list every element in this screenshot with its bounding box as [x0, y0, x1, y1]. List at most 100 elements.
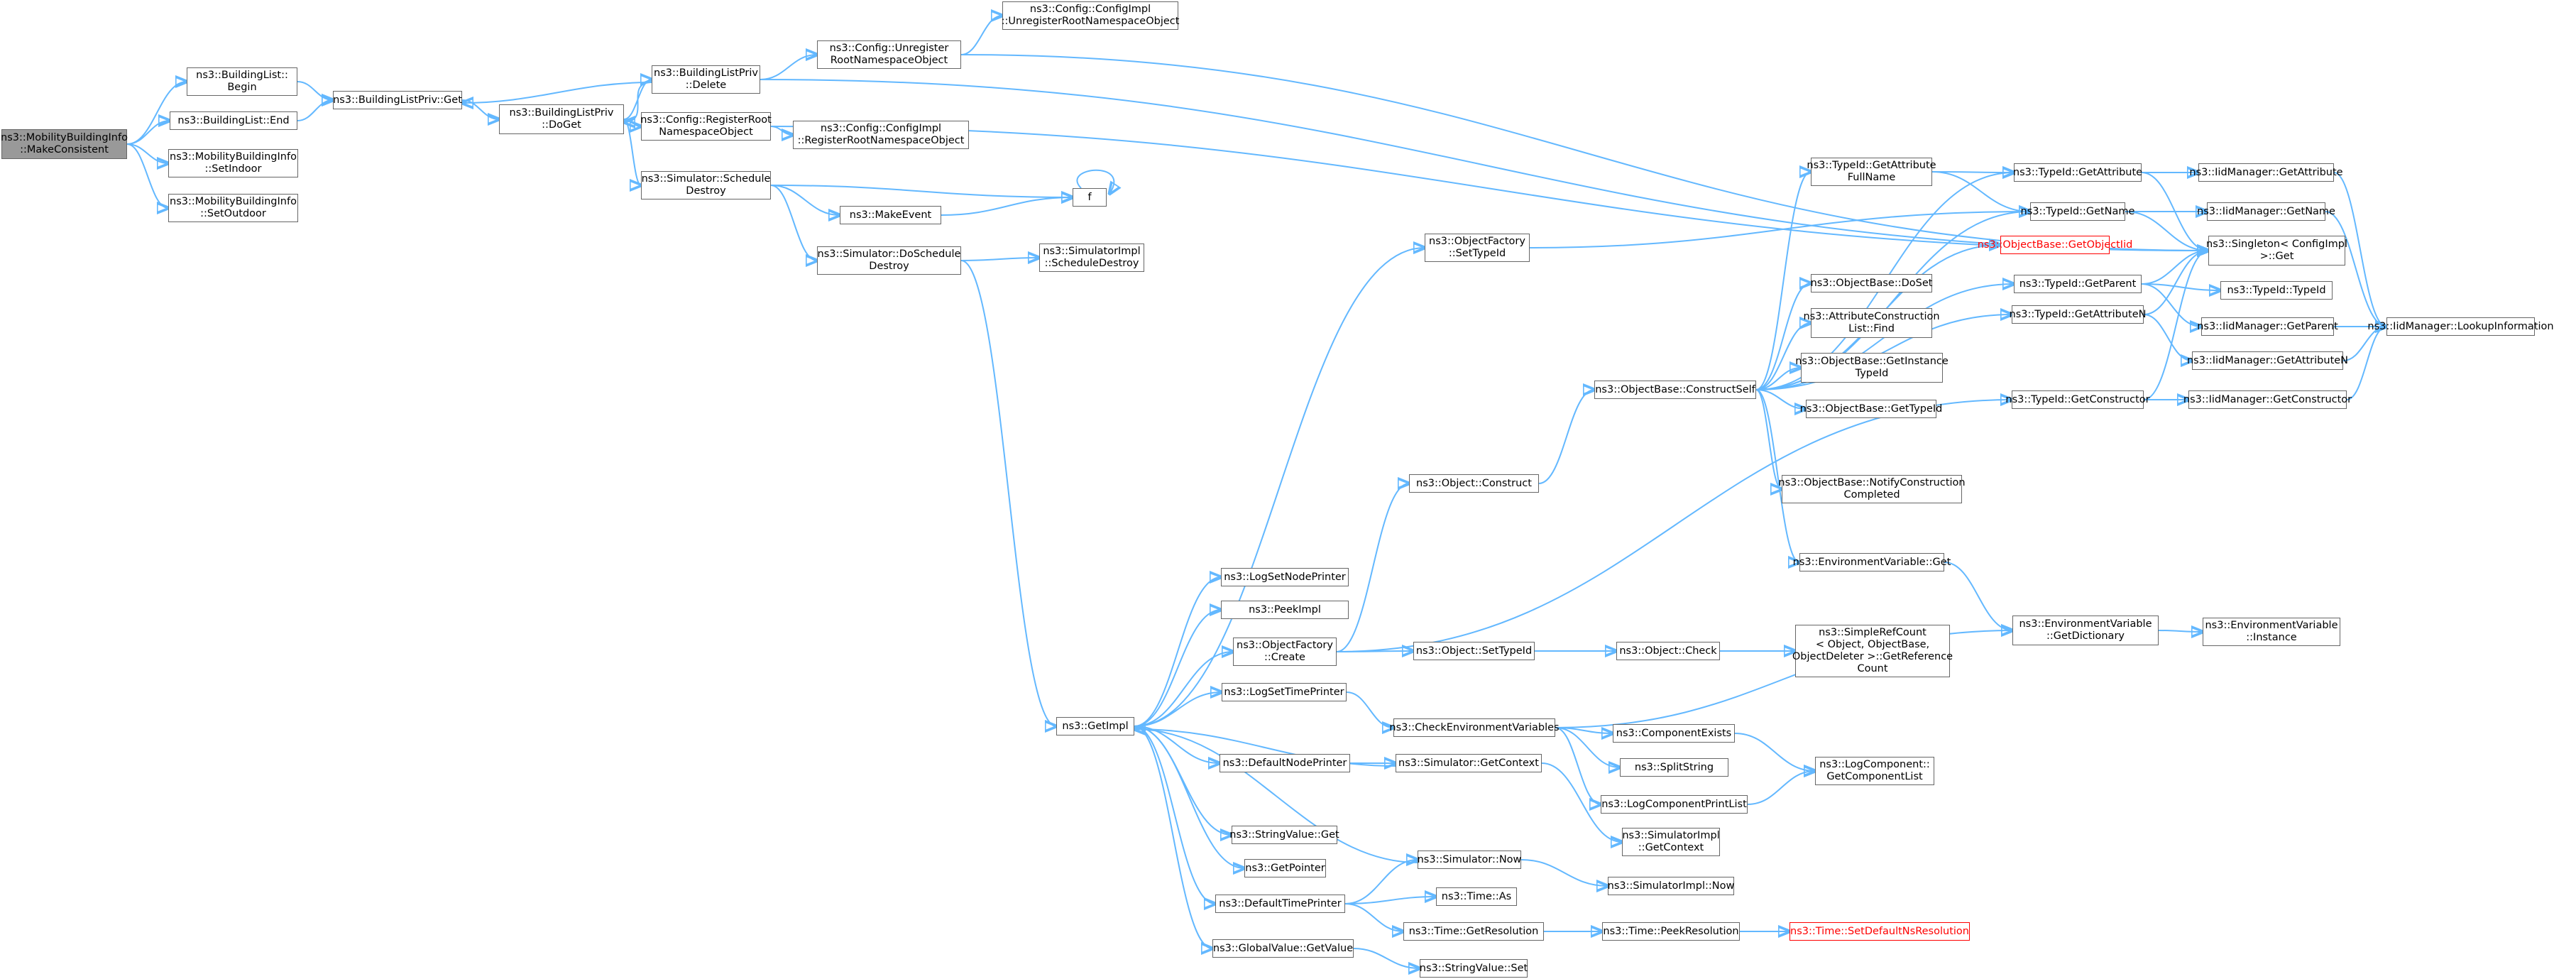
graph-node-n7[interactable]: ns3::BuildingListPriv ::Delete [652, 65, 760, 94]
edge-n9-n15 [770, 185, 817, 261]
graph-node-n22[interactable]: ns3::TypeId::GetAttribute [2013, 163, 2142, 182]
graph-node-n43[interactable]: ns3::PeekImpl [1221, 601, 1349, 619]
graph-node-n55[interactable]: ns3::LogComponentPrintList [1601, 795, 1748, 814]
graph-node-n56[interactable]: ns3::DefaultNodePrinter [1220, 754, 1350, 772]
graph-node-n61[interactable]: ns3::Simulator::Now [1418, 851, 1521, 869]
graph-node-n18[interactable]: ns3::ObjectFactory ::SetTypeId [1425, 234, 1530, 262]
graph-node-n10[interactable]: ns3::Config::Unregister RootNamespaceObj… [817, 40, 961, 69]
edge-n17-n56 [1134, 726, 1220, 763]
edge-n63-n64 [1344, 897, 1436, 904]
graph-node-n45[interactable]: ns3::Object::SetTypeId [1413, 642, 1535, 660]
graph-node-n39[interactable]: ns3::IidManager::GetConstructor [2183, 390, 2352, 409]
graph-node-n47[interactable]: ns3::SimpleRefCount < Object, ObjectBase… [1792, 625, 1953, 677]
graph-node-n12[interactable]: ns3::Config::ConfigImpl ::RegisterRootNa… [793, 121, 969, 149]
graph-node-n60[interactable]: ns3::GetPointer [1244, 859, 1326, 877]
edge-n20-n28 [1755, 323, 1811, 390]
graph-node-n23[interactable]: ns3::TypeId::GetName [2021, 202, 2134, 221]
edge-n32-n33 [2141, 283, 2220, 290]
graph-node-n6[interactable]: ns3::BuildingListPriv ::DoGet [499, 104, 624, 134]
graph-node-n24[interactable]: ns3::IidManager::GetAttribute [2189, 163, 2343, 182]
graph-node-n11[interactable]: ns3::Config::ConfigImpl ::UnregisterRoot… [1002, 1, 1179, 30]
edge-n32-n34 [2141, 283, 2201, 327]
graph-node-n14[interactable]: ns3::MakeEvent [840, 206, 941, 224]
graph-node-n63[interactable]: ns3::DefaultTimePrinter [1215, 895, 1345, 913]
edge-n17-n68 [1134, 726, 1212, 948]
edge-n50-n51 [1346, 691, 1393, 728]
graph-node-n33[interactable]: ns3::TypeId::TypeId [2220, 281, 2333, 300]
graph-node-n16[interactable]: ns3::SimulatorImpl ::ScheduleDestroy [1039, 244, 1144, 272]
graph-node-n26[interactable]: ns3::Singleton< ConfigImpl >::Get [2206, 236, 2347, 266]
graph-node-n54[interactable]: ns3::LogComponent:: GetComponentList [1815, 757, 1934, 785]
edge-n20-n41 [1755, 389, 1799, 562]
edge-n2-n5 [297, 100, 333, 121]
edge-n23-n26 [2125, 211, 2208, 251]
graph-node-n59[interactable]: ns3::StringValue::Get [1229, 826, 1339, 844]
graph-node-n25[interactable]: ns3::IidManager::GetName [2197, 202, 2335, 221]
graph-node-n46[interactable]: ns3::Object::Check [1616, 642, 1720, 660]
edge-n24-n35 [2333, 172, 2386, 327]
edge-n10-n26 [960, 54, 2208, 251]
graph-node-n15[interactable]: ns3::Simulator::DoSchedule Destroy [817, 246, 961, 275]
edge-n21-n22 [1931, 172, 2014, 173]
graph-node-n38[interactable]: ns3::TypeId::GetConstructor [2005, 390, 2150, 409]
graph-node-n53[interactable]: ns3::SplitString [1620, 758, 1728, 777]
graph-node-n65[interactable]: ns3::Time::GetResolution [1403, 922, 1544, 941]
graph-node-n13[interactable]: f [1073, 188, 1107, 207]
graph-node-n41[interactable]: ns3::EnvironmentVariable::Get [1793, 553, 1951, 571]
graph-node-n62[interactable]: ns3::SimulatorImpl::Now [1608, 877, 1734, 895]
edge-n6-n9 [623, 119, 641, 185]
edge-n51-n53 [1555, 727, 1620, 767]
graph-node-n68[interactable]: ns3::GlobalValue::GetValue [1212, 939, 1354, 958]
edge-n36-n37 [2143, 314, 2192, 361]
graph-node-n52[interactable]: ns3::ComponentExists [1613, 724, 1735, 743]
graph-node-n49[interactable]: ns3::EnvironmentVariable ::Instance [2203, 618, 2340, 646]
edge-n17-n18 [1134, 248, 1425, 727]
graph-node-n58[interactable]: ns3::SimulatorImpl ::GetContext [1622, 828, 1720, 856]
graph-node-n57[interactable]: ns3::Simulator::GetContext [1396, 754, 1542, 772]
graph-node-n20[interactable]: ns3::ObjectBase::ConstructSelf [1594, 381, 1756, 399]
graph-node-n44[interactable]: ns3::ObjectFactory ::Create [1233, 638, 1337, 666]
graph-node-n19[interactable]: ns3::Object::Construct [1409, 474, 1539, 493]
graph-node-n69[interactable]: ns3::StringValue::Set [1420, 959, 1528, 978]
graph-node-n0[interactable]: ns3::MobilityBuildingInfo ::MakeConsiste… [1, 129, 128, 159]
graph-node-n17[interactable]: ns3::GetImpl [1056, 717, 1134, 735]
edge-n63-n61 [1344, 860, 1418, 904]
graph-node-n30[interactable]: ns3::ObjectBase::GetTypeId [1800, 400, 1942, 418]
graph-node-n37[interactable]: ns3::IidManager::GetAttributeN [2187, 351, 2348, 370]
graph-node-n4[interactable]: ns3::MobilityBuildingInfo ::SetOutdoor [168, 194, 298, 222]
graph-node-n40[interactable]: ns3::ObjectBase::NotifyConstruction Comp… [1778, 475, 1966, 503]
graph-node-n64[interactable]: ns3::Time::As [1436, 887, 1517, 906]
graph-node-n32[interactable]: ns3::TypeId::GetParent [2014, 275, 2142, 293]
graph-node-n35[interactable]: ns3::IidManager::LookupInformation [2367, 317, 2554, 336]
edge-n61-n17 [1134, 729, 1418, 863]
graph-node-n28[interactable]: ns3::AttributeConstruction List::Find [1803, 308, 1940, 338]
edge-n44-n38 [1336, 400, 2012, 652]
graph-node-n34[interactable]: ns3::IidManager::GetParent [2197, 317, 2338, 336]
graph-node-n36[interactable]: ns3::TypeId::GetAttributeN [2010, 305, 2147, 324]
graph-node-n48[interactable]: ns3::EnvironmentVariable ::GetDictionary [2012, 616, 2159, 645]
graph-node-n42[interactable]: ns3::LogSetNodePrinter [1221, 568, 1349, 586]
graph-node-n50[interactable]: ns3::LogSetTimePrinter [1222, 683, 1347, 701]
graph-node-n29[interactable]: ns3::ObjectBase::GetInstance TypeId [1795, 353, 1949, 383]
edge-n39-n35 [2346, 327, 2386, 400]
graph-node-n67[interactable]: ns3::Time::SetDefaultNsResolution [1790, 922, 1970, 941]
graph-node-n21[interactable]: ns3::TypeId::GetAttribute FullName [1807, 158, 1936, 186]
graph-node-n27[interactable]: ns3::ObjectBase::DoSet [1811, 274, 1932, 292]
graph-node-n31[interactable]: ns3::ObjectBase::GetObjectIid [1978, 236, 2132, 254]
edge-n8-n26 [770, 126, 2208, 251]
graph-node-n9[interactable]: ns3::Simulator::Schedule Destroy [641, 171, 771, 199]
edge-n1-n5 [297, 81, 333, 100]
graph-node-n8[interactable]: ns3::Config::RegisterRoot NamespaceObjec… [640, 112, 772, 141]
graph-node-n51[interactable]: ns3::CheckEnvironmentVariables [1389, 718, 1560, 737]
edge-n0-n3 [126, 143, 168, 163]
edge-n63-n65 [1344, 903, 1403, 931]
graph-node-n5[interactable]: ns3::BuildingListPriv::Get [333, 91, 462, 109]
graph-node-n2[interactable]: ns3::BuildingList::End [170, 111, 297, 130]
edge-n55-n54 [1747, 771, 1815, 805]
edge-n51-n52 [1555, 728, 1613, 733]
edge-n57-n58 [1541, 762, 1622, 842]
graph-node-n3[interactable]: ns3::MobilityBuildingInfo ::SetIndoor [168, 149, 298, 177]
graph-node-n1[interactable]: ns3::BuildingList:: Begin [187, 67, 297, 96]
edge-n20-n21 [1755, 172, 1811, 390]
graph-node-n66[interactable]: ns3::Time::PeekResolution [1602, 922, 1740, 941]
